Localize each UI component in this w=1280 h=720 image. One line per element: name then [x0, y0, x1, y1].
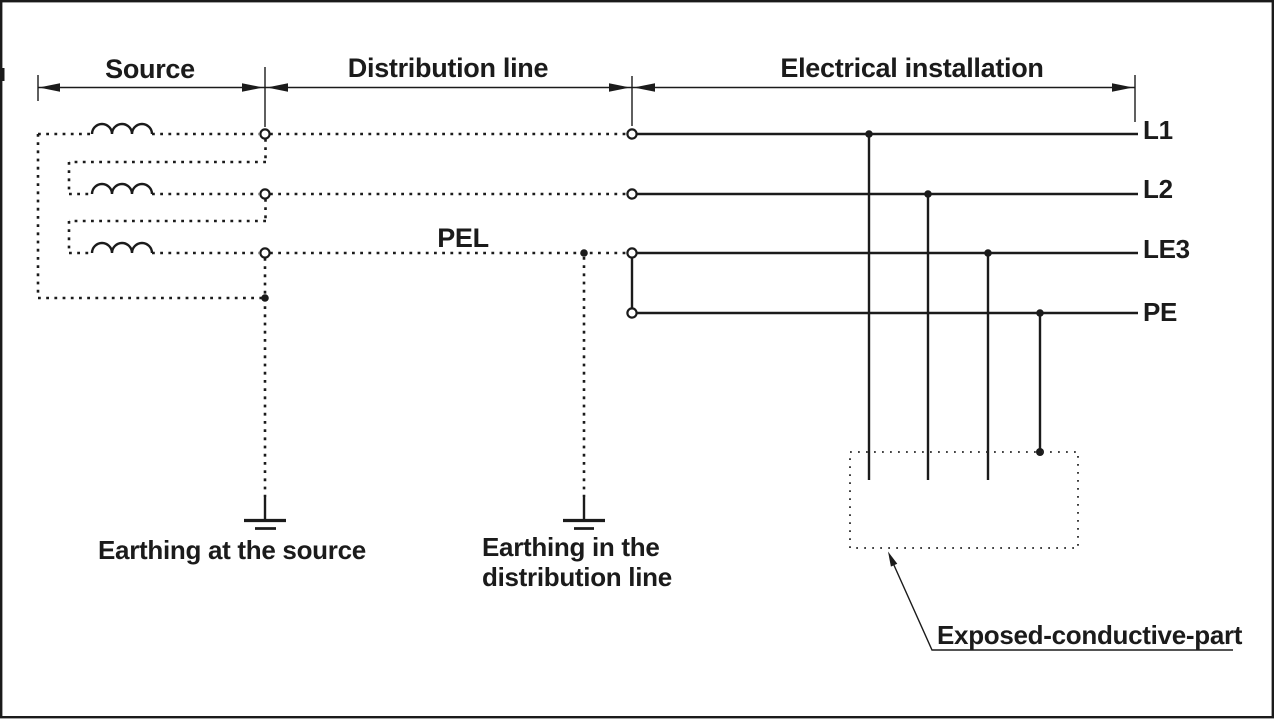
exposed-conductive-part-group: [849, 451, 1233, 651]
exposed-conductive-part-caption: Exposed-conductive-part: [937, 620, 1243, 650]
dimension-arrow-icon: [1112, 83, 1133, 92]
junction-dot-pel-earth: [580, 249, 588, 257]
coil-icon-phase1: [90, 122, 154, 135]
dimension-arrow-icon: [634, 83, 655, 92]
coil-icon-phase3: [90, 241, 154, 254]
dimension-arrow-icon: [242, 83, 263, 92]
section-label-installation: Electrical installation: [780, 53, 1044, 83]
dimension-arrow-icon: [267, 83, 288, 92]
junction-dot-le3: [984, 249, 992, 257]
dimension-line-group: [37, 67, 1136, 127]
pel-conductor-label: PEL: [437, 223, 489, 253]
terminal-icon-install-pe: [626, 307, 638, 319]
terminal-icon-source-l3: [259, 247, 271, 259]
conductor-label-l1: L1: [1143, 115, 1173, 145]
terminal-icon-source-l1: [259, 128, 271, 140]
section-label-source: Source: [105, 54, 195, 84]
conductor-label-pe: PE: [1143, 297, 1178, 327]
junction-dot-l2: [924, 190, 932, 198]
dimension-arrow-icon: [609, 83, 630, 92]
earthing-source-caption: Earthing at the source: [98, 535, 366, 565]
section-label-distribution: Distribution line: [347, 53, 549, 83]
terminal-icon-install-l1: [626, 128, 638, 140]
earthing-distribution-caption: Earthing in the distribution line: [482, 532, 672, 592]
junction-dot-pe-box: [1036, 448, 1044, 456]
conductor-label-le3: LE3: [1143, 234, 1190, 264]
source-windings-group: [36, 122, 269, 497]
leader-arrow-icon: [888, 551, 898, 567]
junction-dot-l1: [865, 130, 873, 138]
terminals-group: [259, 128, 638, 319]
terminal-icon-install-l2: [626, 188, 638, 200]
terminal-icon-install-le3: [626, 247, 638, 259]
leader-line: [892, 562, 1233, 651]
terminal-icon-source-l2: [259, 188, 271, 200]
distribution-line-group: [270, 132, 626, 497]
earthing-distribution-caption-line2: distribution line: [482, 562, 672, 592]
frame-notch: [0, 68, 5, 81]
dimension-arrow-icon: [39, 83, 60, 92]
installation-group: [630, 130, 1138, 480]
earthing-distribution-caption-line1: Earthing in the: [482, 532, 660, 562]
conductor-label-l2: L2: [1143, 174, 1173, 204]
exposed-part-box-icon: [849, 451, 1079, 549]
earth-ground-icon-source: [244, 497, 286, 530]
junction-dot-pe: [1036, 309, 1044, 317]
coil-icon-phase2: [90, 182, 154, 195]
earth-ground-icon-distribution: [563, 497, 605, 530]
